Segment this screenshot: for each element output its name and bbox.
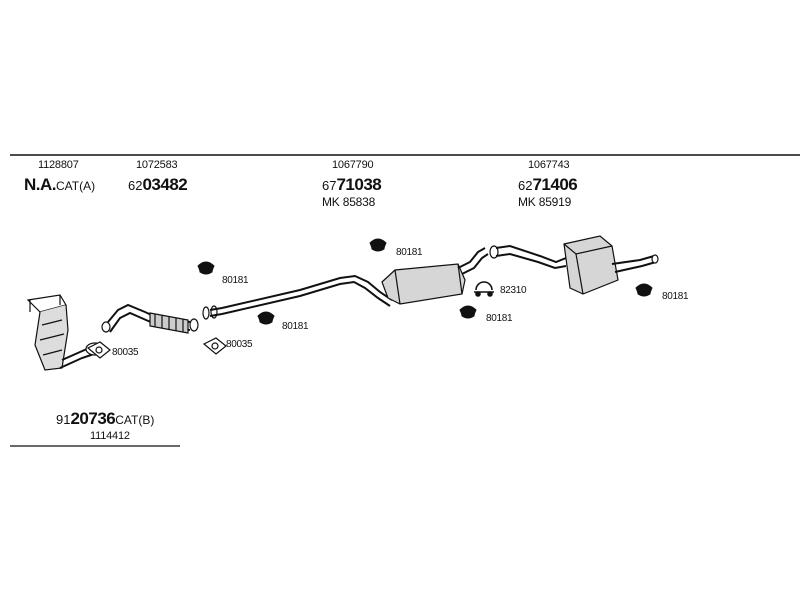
hanger-shape-5 xyxy=(635,283,653,297)
part-code-cat-b-suffix: CAT(B) xyxy=(115,413,155,427)
clamp-shape xyxy=(474,281,494,297)
ref-number-4: 1067743 xyxy=(528,159,570,171)
part-code-4: 6271406 xyxy=(518,175,578,194)
part-code-1: N.A.CAT(A) xyxy=(24,176,95,194)
mk-number-3: MK 85838 xyxy=(322,195,376,209)
hanger-shapes xyxy=(197,238,653,325)
front-pipe-drawing xyxy=(101,303,199,334)
gasket-label-2: 80035 xyxy=(226,339,253,350)
part-code-2: 6203482 xyxy=(128,175,188,194)
hanger-label-2: 80181 xyxy=(282,321,309,332)
part-code-3-main: 71038 xyxy=(336,175,382,194)
flange-bits xyxy=(202,305,218,320)
ref-number-cat-b: 1114412 xyxy=(90,430,130,442)
hanger-shape-3 xyxy=(369,238,387,252)
part-code-3: 6771038 xyxy=(322,175,382,194)
part-code-4-prefix: 62 xyxy=(518,178,533,193)
ref-number-3: 1067790 xyxy=(332,159,374,171)
gasket-label-1: 80035 xyxy=(112,347,139,358)
part-code-3-prefix: 67 xyxy=(322,178,337,193)
catalytic-converter-drawing xyxy=(26,294,105,371)
hanger-label-4: 80181 xyxy=(486,313,513,324)
center-pipe-drawing xyxy=(209,274,393,317)
mk-number-4: MK 85919 xyxy=(518,195,572,209)
hanger-label-3: 80181 xyxy=(396,247,423,258)
part-code-1-main: N.A. xyxy=(24,175,57,194)
hanger-shape-1 xyxy=(197,261,215,275)
part-code-1-suffix: CAT(A) xyxy=(56,179,96,193)
part-code-cat-b-main: 20736 xyxy=(70,409,116,428)
part-code-4-main: 71406 xyxy=(532,175,578,194)
middle-silencer-drawing xyxy=(381,247,489,305)
part-code-cat-b-prefix: 91 xyxy=(56,412,71,427)
ref-number-2: 1072583 xyxy=(136,159,178,171)
hanger-shape-2 xyxy=(257,311,275,325)
rear-silencer-drawing xyxy=(489,235,659,295)
hanger-label-1: 80181 xyxy=(222,275,249,286)
hanger-shape-4 xyxy=(459,305,477,319)
part-code-2-main: 03482 xyxy=(142,175,188,194)
ref-number-1: 1128807 xyxy=(38,159,79,171)
hanger-label-5: 80181 xyxy=(662,291,689,302)
gasket-shapes xyxy=(86,337,227,359)
part-code-cat-b: 9120736CAT(B) xyxy=(56,410,154,428)
part-code-2-prefix: 62 xyxy=(128,178,143,193)
clamp-label-1: 82310 xyxy=(500,285,527,296)
